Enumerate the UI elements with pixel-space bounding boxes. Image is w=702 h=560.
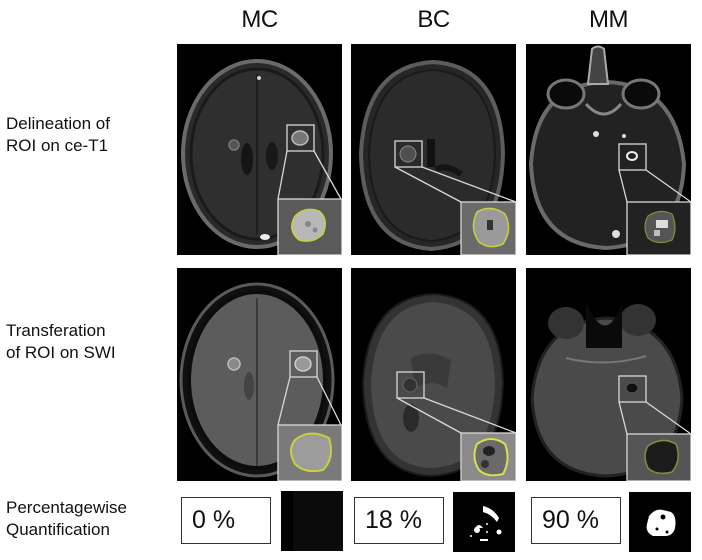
mask-image (470, 506, 502, 541)
mri-ce-t1-mm (526, 44, 691, 255)
column-header-bc: BC (417, 6, 450, 33)
row-label-line: Transferation (6, 321, 106, 340)
mri-ce-t1-mc (177, 44, 342, 255)
mri-swi-mm (526, 268, 691, 481)
mri-ce-t1-bc (351, 44, 516, 255)
percentage-value-bc: 18 % (354, 497, 444, 544)
percentage-value-mm: 90 % (531, 497, 621, 544)
row-label-line: Quantification (6, 520, 110, 539)
segmentation-mask-bc (453, 492, 515, 552)
row-label-delineation: Delineation of ROI on ce-T1 (6, 113, 110, 157)
mri-swi-bc (351, 268, 516, 481)
mask-image (646, 509, 676, 536)
row-label-line: ROI on ce-T1 (6, 136, 109, 155)
row-label-quantification: Percentagewise Quantification (6, 497, 127, 541)
brain-mri-image (179, 282, 342, 481)
segmentation-mask-mc (281, 491, 343, 551)
brain-mri-image (528, 45, 691, 255)
brain-mri-image (181, 59, 342, 255)
percentage-value-mc: 0 % (181, 497, 271, 544)
segmentation-mask-mm (629, 492, 691, 552)
brain-mri-image (358, 59, 516, 255)
row-label-line: Percentagewise (6, 498, 127, 517)
brain-mri-image (361, 292, 516, 481)
row-label-transfer: Transferation of ROI on SWI (6, 320, 116, 364)
brain-mri-image (530, 303, 691, 481)
mask-image (293, 491, 343, 551)
row-label-line: Delineation of (6, 114, 110, 133)
column-header-mc: MC (241, 6, 278, 33)
row-label-line: of ROI on SWI (6, 343, 116, 362)
column-header-mm: MM (589, 6, 628, 33)
mri-swi-mc (177, 268, 342, 481)
